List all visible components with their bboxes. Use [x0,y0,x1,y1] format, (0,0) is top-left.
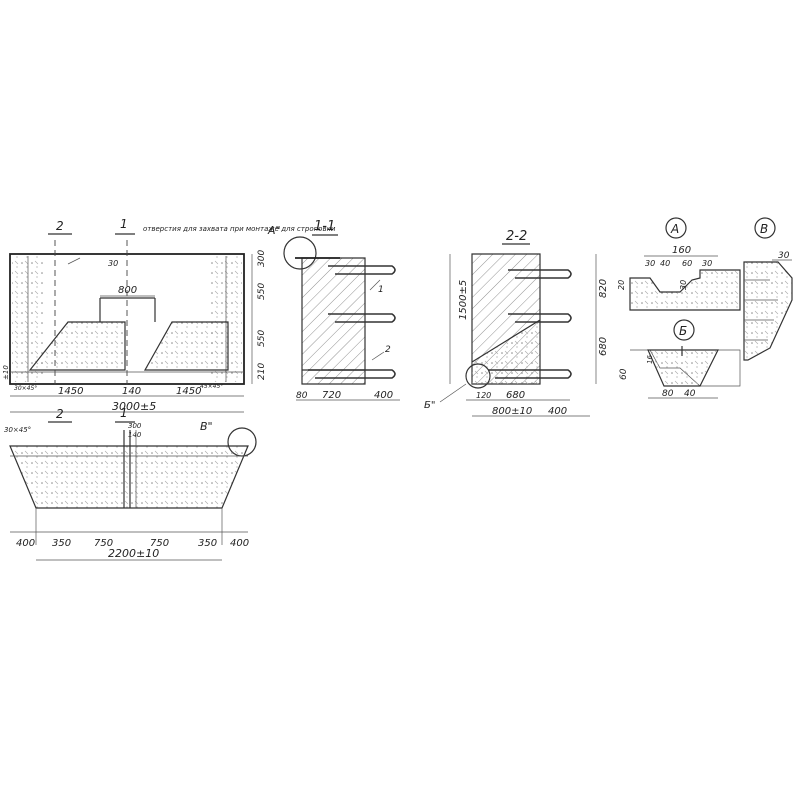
callout-v-label: В" [200,420,213,433]
detail-a-dim-60: 60 [682,259,692,268]
plan-outline [9,445,249,509]
plan-view: 2 1 В" 30×45° 300 140 400 350 750 750 35… [4,406,257,561]
s22-dim-120: 120 [476,391,491,400]
detail-b: Б 60 16 80 40 [619,319,741,399]
callout-b-label: Б" [424,400,435,411]
opening-right [143,321,229,371]
plan-dim-140: 140 [128,431,142,439]
section-1-1-body [301,257,366,385]
dim-140: 140 [122,386,141,397]
plan-chamfer: 30×45° [4,426,31,434]
plan-dim-750a: 750 [94,538,113,549]
dim-30: 30 [108,259,118,268]
dim-right-210: 210 [257,363,267,380]
detail-a-dim-40: 40 [660,259,670,268]
callout-a-label: А" [267,224,281,237]
detail-b-dim-80: 80 [662,389,674,399]
dim-right-300: 300 [257,250,267,267]
detail-a-title: А [670,222,679,236]
s22-height: 1500±5 [458,280,469,320]
section-mark-2: 2 [56,219,64,233]
s22-dim-680: 680 [598,337,609,356]
chamfer-left: 30×45° [14,385,37,392]
plan-dim-750b: 750 [150,538,169,549]
dim-1450-left: 1450 [58,386,83,397]
detail-b-circle [465,363,491,389]
rebar-loop-mid [328,313,396,323]
s22-dim-820: 820 [598,279,609,298]
dim-right-550a: 550 [257,283,267,300]
plan-dim-300: 300 [128,422,142,430]
rebar-mark-1: 1 [378,285,384,295]
section-2-2-slope [472,320,540,384]
detail-a-circle [283,236,317,270]
section-2-2-title: 2-2 [506,229,527,244]
left-mark: ±10 [2,365,10,380]
detail-a-badge [665,217,687,239]
lifting-note: отверстия для захвата при монтаже для ст… [143,225,336,233]
plan-dim-400a: 400 [16,538,35,549]
detail-b-inner: 16 [646,355,654,364]
rebar-loop-top [328,265,396,275]
detail-a-dim-30a: 30 [645,259,655,268]
section-1-1: 1-1 1 2 80 720 400 [295,219,400,401]
detail-v-badge [754,217,776,239]
dim-right-550b: 550 [257,330,267,347]
s22-dim-680: 680 [506,390,525,401]
plan-total-2200: 2200±10 [108,547,159,560]
s22-total-800: 800±10 [492,406,532,417]
detail-a-depth: 30 [679,280,688,290]
s22-rebar-bottom [488,369,572,379]
plan-dim-400b: 400 [230,538,249,549]
plan-mark-1: 1 [120,406,128,420]
s11-dim-80: 80 [296,391,308,401]
detail-a-dim-30b: 30 [702,259,712,268]
detail-b-profile [647,349,719,387]
detail-v-profile [743,261,793,361]
s22-dim-400: 400 [548,406,567,417]
section-2-2: 2-2 Б" 1500±5 820 680 120 680 800±10 400 [424,229,609,417]
rebar-loop-bottom [308,369,396,379]
section-mark-1: 1 [120,217,128,231]
s11-dim-720: 720 [322,390,341,401]
detail-v: В 30 [743,217,793,361]
opening-left [28,321,126,371]
rebar-mark-2: 2 [385,345,391,355]
plan-dim-350b: 350 [198,538,217,549]
detail-b-title: Б [679,324,687,338]
s22-rebar-top [508,269,572,279]
detail-v-dim: 30 [778,251,790,261]
detail-a-width: 160 [672,245,691,256]
dim-800: 800 [118,285,137,296]
detail-v-title: В [760,222,768,236]
dim-1450-right: 1450 [176,386,201,397]
front-view: 2 1 отверстия для захвата при монтаже дл… [2,217,336,413]
detail-b-badge [673,319,695,341]
section-1-1-title: 1-1 [314,219,335,234]
detail-a: А 160 30 40 60 30 20 30 [617,217,741,311]
plan-dim-350a: 350 [52,538,71,549]
detail-b-dim-40: 40 [684,389,696,399]
detail-a-profile [629,269,741,311]
total-3000: 3000±5 [112,400,156,413]
plan-mark-2: 2 [56,407,64,421]
detail-a-height: 20 [617,280,626,290]
chamfer-right: 45×45° [200,383,223,390]
s11-dim-400: 400 [374,390,393,401]
detail-b-height: 60 [619,368,629,380]
s22-rebar-mid [508,313,572,323]
